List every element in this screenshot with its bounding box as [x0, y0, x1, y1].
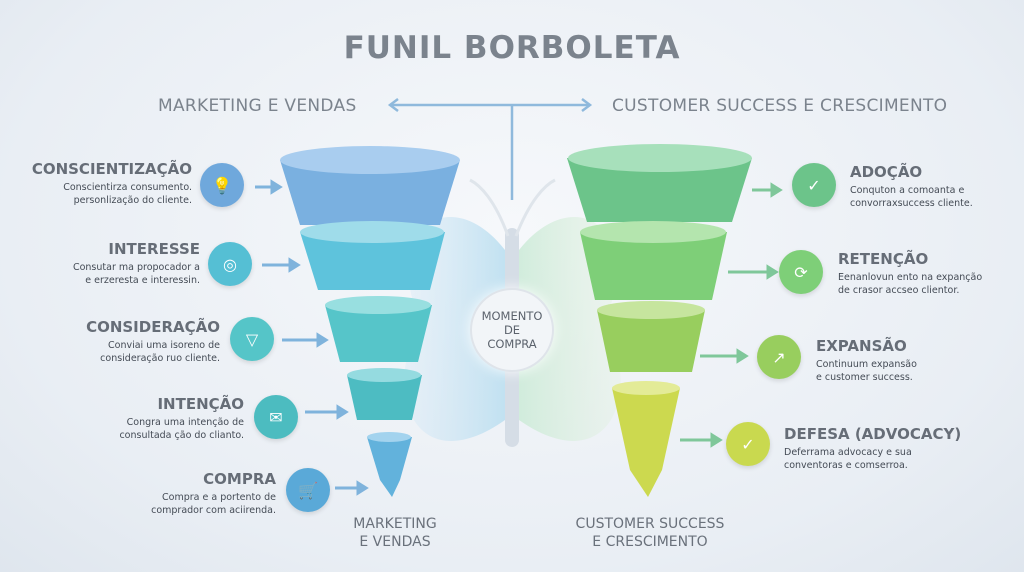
stage-intencao: INTENÇÃO Congra uma intenção de consultada… [34, 395, 244, 442]
stage-title: DEFESA (ADVOCACY) [784, 425, 962, 443]
bottom-text: E VENDAS [359, 534, 431, 550]
stage-desc: Deferrama advocacy e sua [784, 447, 912, 458]
stage-desc: e erzeresta e interessin. [85, 275, 200, 286]
stage-desc: conventoras e comserroa. [784, 460, 908, 471]
stage-desc: Consutar ma propocador a [72, 262, 200, 273]
bottom-text: E CRESCIMENTO [592, 534, 708, 550]
stage-retencao: RETENÇÃO Eenanlovun ento na expanção de cr… [838, 250, 982, 297]
stage-compra: COMPRA Compra e a portento de comprador co… [66, 470, 276, 517]
stage-interesse: INTERESSE Consutar ma propocador a e erzer… [0, 240, 200, 287]
stage-title: ADOÇÃO [850, 163, 923, 181]
stage-defesa: DEFESA (ADVOCACY) Deferrama advocacy e su… [784, 425, 961, 472]
target-icon: ◎ [208, 242, 252, 286]
stage-desc: Conviai uma isoreno de [108, 340, 220, 351]
stage-desc: Compra e a portento de [162, 492, 276, 503]
stage-desc: personlização do cliente. [73, 195, 192, 206]
bottom-label-left: MARKETING E VENDAS [340, 515, 450, 551]
stage-title: CONSIDERAÇÃO [86, 318, 220, 336]
stage-conscientizacao: CONSCIENTIZAÇÃO Conscientirza consumento.… [0, 160, 192, 207]
section-label-left: MARKETING E VENDAS [158, 96, 357, 116]
bottom-text: MARKETING [353, 516, 437, 532]
lightbulb-icon: 💡 [200, 163, 244, 207]
page-title: FUNIL BORBOLETA [343, 30, 681, 66]
left-funnel [280, 146, 460, 497]
stage-title: INTERESSE [108, 240, 200, 258]
email-icon: ✉ [254, 395, 298, 439]
stage-adocao: ADOÇÃO Conquton a comoanta e convorraxsucc… [850, 163, 973, 210]
bottom-text: CUSTOMER SUCCESS [575, 516, 725, 532]
stage-desc: Congra uma intenção de [126, 417, 244, 428]
stage-desc: consultada ção do clianto. [119, 430, 244, 441]
shield-check-icon: ✓ [726, 422, 770, 466]
refresh-check-icon: ⟳ [779, 250, 823, 294]
stage-title: INTENÇÃO [157, 395, 244, 413]
stage-title: EXPANSÃO [816, 337, 907, 355]
cart-icon: 🛒 [286, 468, 330, 512]
stage-desc: Conquton a comoanta e [850, 185, 965, 196]
right-funnel [567, 144, 752, 497]
stage-desc: comprador com aciirenda. [151, 505, 276, 516]
stage-desc: de crasor accseo clientor. [838, 285, 960, 296]
stage-desc: Conscientirza consumento. [63, 182, 192, 193]
stage-desc: convorraxsuccess cliente. [850, 198, 973, 209]
shield-check-icon: ✓ [792, 163, 836, 207]
funnel-icon: ▽ [230, 317, 274, 361]
center-text: COMPRA [487, 337, 537, 351]
stage-expansao: EXPANSÃO Continuum expansão e customer suc… [816, 337, 917, 384]
stage-title: CONSCIENTIZAÇÃO [31, 160, 192, 178]
center-text: DE [503, 323, 521, 337]
stage-desc: Continuum expansão [816, 359, 917, 370]
right-connector-arrows [680, 182, 783, 448]
center-text: MOMENTO [481, 309, 543, 323]
stage-desc: consideração ruo cliente. [100, 353, 220, 364]
stage-consideracao: CONSIDERAÇÃO Conviai uma isoreno de consid… [10, 318, 220, 365]
bottom-label-right: CUSTOMER SUCCESS E CRESCIMENTO [560, 515, 740, 551]
left-connector-arrows [255, 179, 369, 496]
growth-chart-icon: ↗ [757, 335, 801, 379]
stage-desc: e customer success. [816, 372, 913, 383]
section-label-right: CUSTOMER SUCCESS E CRESCIMENTO [612, 96, 948, 116]
section-divider-arrows [387, 98, 593, 200]
stage-title: RETENÇÃO [838, 250, 929, 268]
stage-desc: Eenanlovun ento na expanção [838, 272, 983, 283]
stage-title: COMPRA [203, 470, 276, 488]
